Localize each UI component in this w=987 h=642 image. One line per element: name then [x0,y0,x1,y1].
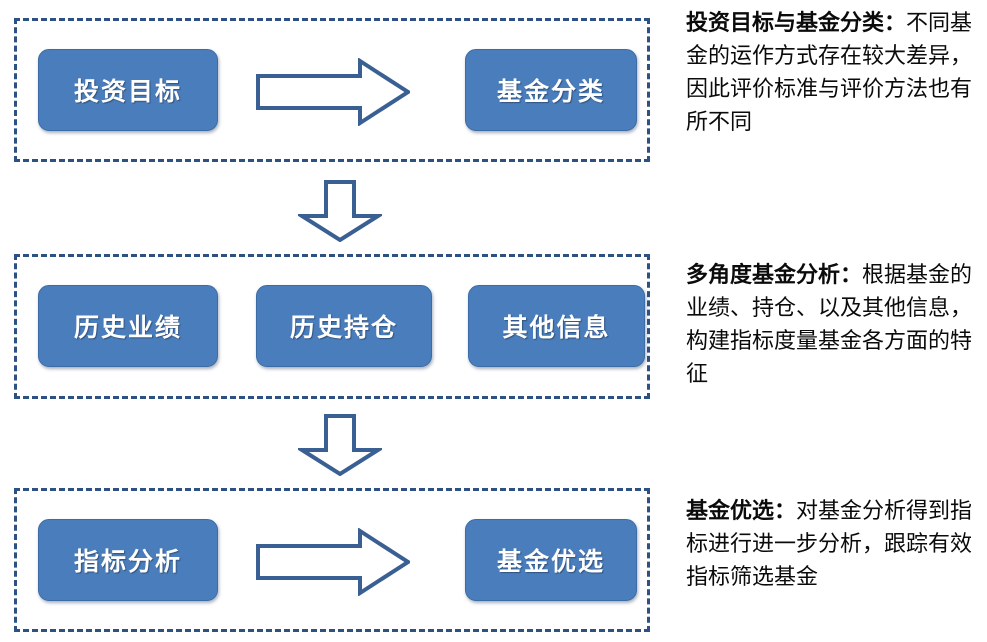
node-label: 历史业绩 [73,315,182,342]
node-fund-selection[interactable]: 基金优选 [465,519,637,601]
node-label: 其他信息 [502,315,611,342]
node-label: 投资目标 [73,79,182,106]
note-heading: 多角度基金分析： [686,262,863,287]
arrow-right-icon [256,528,410,596]
arrow-down-icon [298,414,382,476]
note-body: 对基金分析得到指标进行进一步分析，跟踪有效指标筛选基金 [686,498,973,589]
note-heading: 基金优选： [686,498,797,523]
node-investment-goal[interactable]: 投资目标 [38,49,218,131]
node-historical-holdings[interactable]: 历史持仓 [256,285,432,367]
node-label: 基金优选 [496,549,605,576]
node-indicator-analysis[interactable]: 指标分析 [38,519,218,601]
node-label: 历史持仓 [289,315,398,342]
node-label: 指标分析 [73,549,182,576]
node-other-information[interactable]: 其他信息 [468,285,645,367]
note-body: 不同基金的运作方式存在较大差异，因此评价标准与评价方法也有所不同 [686,10,973,134]
note-stage-3: 基金优选：对基金分析得到指标进行进一步分析，跟踪有效指标筛选基金 [686,494,982,593]
arrow-right-icon [256,58,410,126]
note-heading: 投资目标与基金分类： [686,10,907,35]
note-stage-2: 多角度基金分析：根据基金的业绩、持仓、以及其他信息，构建指标度量基金各方面的特征 [686,258,982,390]
arrow-down-icon [298,180,382,242]
node-historical-performance[interactable]: 历史业绩 [38,285,218,367]
node-label: 基金分类 [496,79,605,106]
node-fund-classification[interactable]: 基金分类 [465,49,637,131]
note-body: 根据基金的业绩、持仓、以及其他信息，构建指标度量基金各方面的特征 [686,262,973,386]
note-stage-1: 投资目标与基金分类：不同基金的运作方式存在较大差异，因此评价标准与评价方法也有所… [686,6,982,138]
